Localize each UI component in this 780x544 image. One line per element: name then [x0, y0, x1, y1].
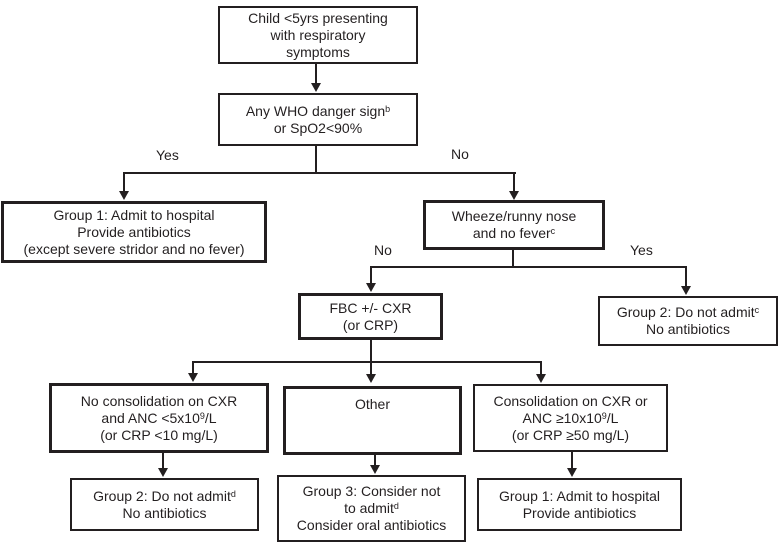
node-group2-bottom-sup-d: d [230, 488, 236, 499]
node-start-line1: Child <5yrs presenting [248, 9, 388, 26]
node-wheeze-line2: and no feverc [473, 225, 555, 242]
arrowhead-to-group1-left [119, 191, 129, 200]
node-wheeze-line2-text: and no fever [472, 225, 551, 241]
node-consolidation-line3: (or CRP ≥50 mg/L) [511, 426, 630, 443]
node-danger-line1-text: Any WHO danger sign [245, 102, 386, 119]
node-consolidation-line2-unit: /L [606, 409, 619, 426]
node-group3-line3: Consider oral antibiotics [296, 517, 447, 533]
node-no-consolidation-line2: and ANC <5x109/L [101, 410, 216, 427]
connector-split1-right-drop [513, 172, 515, 191]
node-consolidation-line2: ANC ≥10x109/L [523, 410, 619, 427]
connector-split3-right-drop [540, 361, 542, 375]
node-consolidation: Consolidation on CXR or ANC ≥10x109/L (o… [473, 384, 668, 452]
connector-split3-horizontal [192, 361, 542, 363]
node-group1-bottom-line1: Group 1: Admit to hospital [498, 487, 661, 504]
node-no-consolidation-line1: No consolidation on CXR [80, 392, 238, 409]
node-group2-right-sup-c: c [754, 305, 760, 315]
node-start-line3: symptoms [286, 43, 350, 60]
arrowhead-to-fbc [366, 283, 376, 292]
node-consolidation-line1: Consolidation on CXR or [493, 392, 648, 409]
node-group2-right: Group 2: Do not admitc No antibiotics [598, 296, 778, 346]
node-start: Child <5yrs presenting with respiratory … [218, 6, 418, 64]
connector-danger-stub [315, 146, 317, 174]
arrowhead-to-group1-bottom [567, 468, 577, 477]
node-consolidation-line2-text: ANC ≥10x10 [522, 409, 602, 426]
node-no-consolidation-line2-text: and ANC <5x10 [101, 409, 200, 426]
node-no-consolidation: No consolidation on CXR and ANC <5x109/L… [49, 383, 269, 453]
arrowhead-start-danger [311, 83, 321, 92]
node-wheeze-sup-c: c [550, 226, 556, 236]
node-other-line1: Other [354, 396, 390, 412]
connector-split2-horizontal [370, 266, 687, 268]
node-group2-right-line1: Group 2: Do not admitc [617, 304, 759, 321]
arrowhead-to-group2-bottom [158, 468, 168, 477]
arrowhead-to-group3 [370, 465, 380, 474]
connector-split2-left-drop [370, 266, 372, 283]
node-group2-right-line1-text: Group 2: Do not admit [616, 304, 755, 320]
connector-split2-right-drop [685, 266, 687, 287]
node-group2-bottom-line1: Group 2: Do not admitd [93, 488, 236, 505]
node-fbc-line1: FBC +/- CXR [329, 299, 412, 316]
node-danger-line2: or SpO2<90% [273, 119, 363, 136]
node-danger-sup-b: b [385, 103, 391, 114]
connector-cons-group1 [571, 452, 573, 469]
node-fbc-line2: (or CRP) [342, 316, 399, 333]
node-group2-bottom: Group 2: Do not admitd No antibiotics [70, 478, 259, 531]
node-group2-right-line2: No antibiotics [645, 321, 731, 337]
connector-fbc-stub [370, 340, 372, 363]
node-fbc: FBC +/- CXR (or CRP) [298, 293, 443, 340]
node-danger-line1: Any WHO danger signb [246, 103, 390, 120]
node-group2-bottom-line2: No antibiotics [122, 504, 207, 521]
connector-split3-mid-drop [370, 361, 372, 375]
connector-split1-left-drop [123, 172, 125, 191]
node-group1-left-line3: (except severe stridor and no fever) [23, 240, 245, 257]
connector-wheeze-stub [512, 250, 514, 268]
arrowhead-to-group2-right [681, 286, 691, 295]
node-group3-line1: Group 3: Consider not [302, 483, 441, 499]
edge-label-yes-1: Yes [156, 147, 179, 163]
node-danger-sign: Any WHO danger signb or SpO2<90% [218, 93, 418, 146]
node-group1-bottom: Group 1: Admit to hospital Provide antib… [477, 478, 682, 531]
node-group1-admit-left: Group 1: Admit to hospital Provide antib… [1, 201, 267, 263]
edge-label-yes-2: Yes [630, 242, 653, 258]
node-group1-left-line2: Provide antibiotics [77, 223, 191, 240]
connector-split3-left-drop [192, 361, 194, 374]
connector-start-danger-line [315, 64, 317, 84]
node-group1-left-line1: Group 1: Admit to hospital [53, 206, 215, 223]
node-group3-line2: to admitd [344, 500, 399, 517]
node-other: Other [283, 386, 462, 455]
connector-nocons-group2 [162, 453, 164, 469]
node-consolidation-sup-9: 9 [601, 410, 607, 421]
arrowhead-to-consolidation [536, 374, 546, 383]
arrowhead-to-wheeze [509, 191, 519, 200]
node-no-consolidation-line3: (or CRP <10 mg/L) [100, 426, 218, 443]
node-group2-bottom-line1-text: Group 2: Do not admit [93, 487, 231, 504]
node-no-consolidation-line2-unit: /L [204, 409, 217, 426]
node-group3: Group 3: Consider not to admitd Consider… [277, 475, 466, 542]
node-group3-line2-text: to admit [344, 500, 394, 516]
connector-split1-horizontal [123, 172, 516, 174]
connector-other-group3 [374, 455, 376, 466]
node-wheeze-line1: Wheeze/runny nose [451, 208, 577, 224]
node-group3-sup-d: d [393, 501, 399, 511]
node-start-line2: with respiratory [270, 26, 366, 43]
edge-label-no-2: No [374, 242, 392, 258]
node-group1-bottom-line2: Provide antibiotics [522, 504, 637, 521]
node-no-consolidation-sup-9: 9 [199, 410, 205, 421]
edge-label-no-1: No [451, 146, 469, 162]
arrowhead-to-no-consolidation [188, 373, 198, 382]
arrowhead-to-other [366, 374, 376, 383]
node-wheeze: Wheeze/runny nose and no feverc [423, 200, 605, 250]
